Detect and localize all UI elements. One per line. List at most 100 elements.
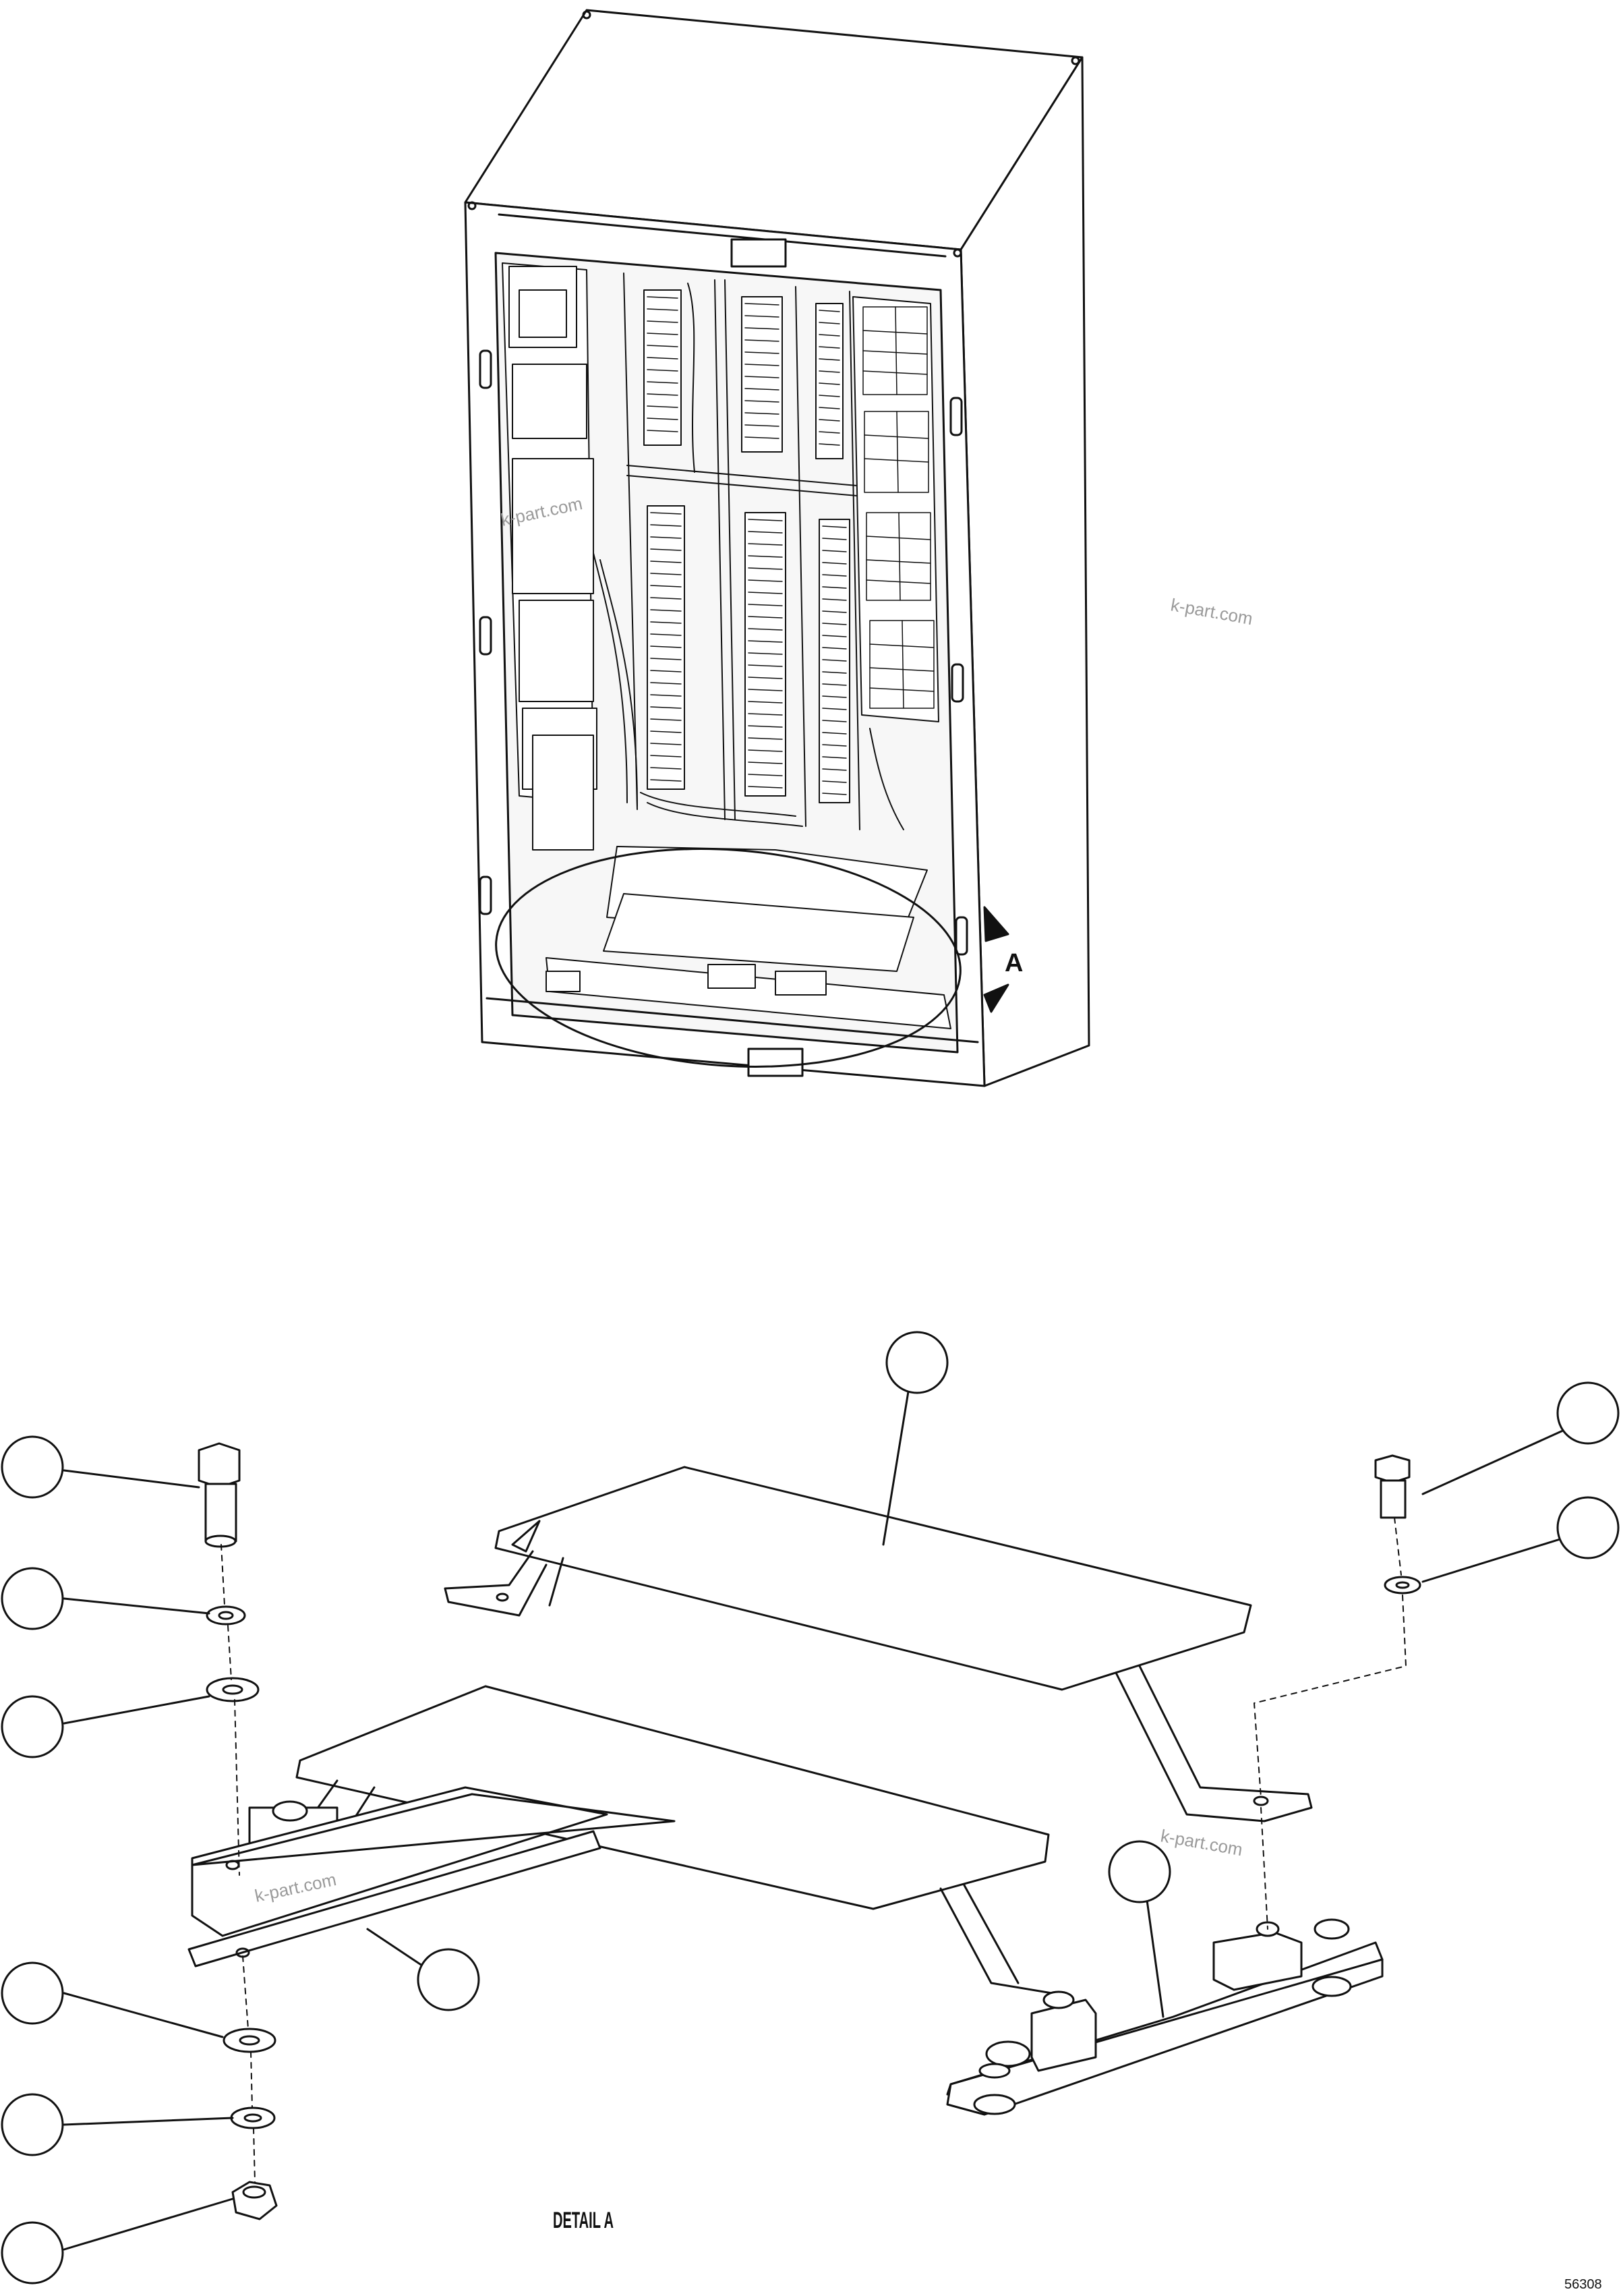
terminal-tick — [748, 519, 783, 521]
terminal-tick — [650, 548, 682, 551]
terminal-tick — [744, 436, 779, 439]
callout-circle — [1, 1961, 64, 2025]
terminal-tick — [748, 749, 783, 752]
terminal-tick — [748, 689, 783, 691]
terminal-tick — [650, 645, 682, 648]
callout-circle — [1, 1695, 64, 1758]
terminal-tick — [748, 592, 783, 594]
terminal-tick — [647, 381, 678, 384]
terminal-tick — [650, 512, 682, 515]
terminal-tick — [748, 531, 783, 534]
drawing-reference: 56308 — [1564, 2277, 1602, 2292]
terminal-tick — [748, 737, 783, 740]
terminal-tick — [819, 395, 840, 397]
terminal-tick — [650, 779, 682, 782]
terminal-tick — [650, 730, 682, 733]
terminal-tick — [748, 664, 783, 667]
terminal-tick — [822, 550, 847, 552]
callout-circle — [885, 1331, 949, 1394]
terminal-tick — [822, 756, 847, 759]
terminal-tick — [650, 767, 682, 770]
terminal-tick — [822, 610, 847, 613]
terminal-tick — [650, 573, 682, 575]
terminal-tick — [748, 543, 783, 546]
terminal-tick — [647, 296, 678, 299]
detail-title: DETAIL A — [553, 2208, 614, 2233]
terminal-tick — [748, 555, 783, 558]
terminal-tick — [650, 755, 682, 757]
terminal-tick — [748, 774, 783, 776]
terminal-tick — [647, 308, 678, 311]
terminal-tick — [647, 418, 678, 420]
terminal-tick — [822, 671, 847, 674]
terminal-tick — [650, 718, 682, 721]
callout-circle — [1556, 1381, 1620, 1445]
terminal-tick — [650, 633, 682, 636]
callout-circle — [1, 2093, 64, 2156]
callout-circle — [1, 2221, 64, 2285]
terminal-tick — [744, 339, 779, 342]
terminal-tick — [647, 320, 678, 323]
terminal-tick — [744, 388, 779, 391]
terminal-tick — [748, 604, 783, 606]
terminal-tick — [748, 713, 783, 716]
terminal-tick — [822, 562, 847, 565]
terminal-tick — [650, 524, 682, 527]
terminal-tick — [819, 419, 840, 422]
terminal-tick — [819, 310, 840, 312]
terminal-tick — [822, 683, 847, 686]
terminal-tick — [748, 701, 783, 704]
terminal-tick — [822, 635, 847, 637]
terminal-tick — [650, 706, 682, 709]
terminal-tick — [748, 616, 783, 619]
terminal-tick — [819, 382, 840, 385]
terminal-tick — [822, 538, 847, 540]
terminal-tick — [748, 579, 783, 582]
watermark: k-part.com — [1169, 594, 1254, 629]
terminal-tick — [822, 525, 847, 528]
terminal-tick — [822, 720, 847, 722]
terminal-tick — [650, 609, 682, 612]
terminal-tick — [744, 424, 779, 427]
terminal-tick — [822, 623, 847, 625]
terminal-tick — [748, 640, 783, 643]
terminal-tick — [650, 561, 682, 563]
terminal-tick — [647, 345, 678, 347]
terminal-tick — [744, 351, 779, 354]
terminal-tick — [647, 357, 678, 360]
terminal-tick — [822, 695, 847, 698]
callout-circle — [1556, 1496, 1620, 1559]
terminal-tick — [650, 585, 682, 587]
callout-circle — [1108, 1840, 1171, 1903]
callout-circle — [1, 1567, 64, 1630]
watermark: k-part.com — [1159, 1825, 1244, 1860]
terminal-tick — [744, 315, 779, 318]
terminal-tick — [748, 786, 783, 788]
terminal-tick — [822, 586, 847, 589]
terminal-tick — [748, 628, 783, 631]
terminal-tick — [650, 597, 682, 600]
terminal-tick — [819, 407, 840, 409]
terminal-tick — [748, 725, 783, 728]
cabinet — [464, 9, 1090, 1087]
terminal-tick — [822, 744, 847, 747]
terminal-tick — [748, 567, 783, 570]
detail-a-view — [1, 1331, 1620, 2285]
terminal-tick — [819, 346, 840, 349]
detail-marker: A — [1005, 949, 1023, 977]
terminal-tick — [744, 412, 779, 415]
terminal-tick — [822, 647, 847, 650]
terminal-tick — [822, 768, 847, 771]
terminal-tick — [650, 658, 682, 660]
terminal-tick — [647, 405, 678, 408]
terminal-tick — [650, 621, 682, 624]
terminal-tick — [650, 536, 682, 539]
detail-a-ellipse — [495, 848, 962, 1068]
terminal-tick — [744, 327, 779, 330]
terminal-tick — [744, 400, 779, 403]
terminal-tick — [822, 708, 847, 710]
terminal-tick — [748, 762, 783, 764]
terminal-tick — [647, 369, 678, 372]
terminal-tick — [822, 780, 847, 783]
